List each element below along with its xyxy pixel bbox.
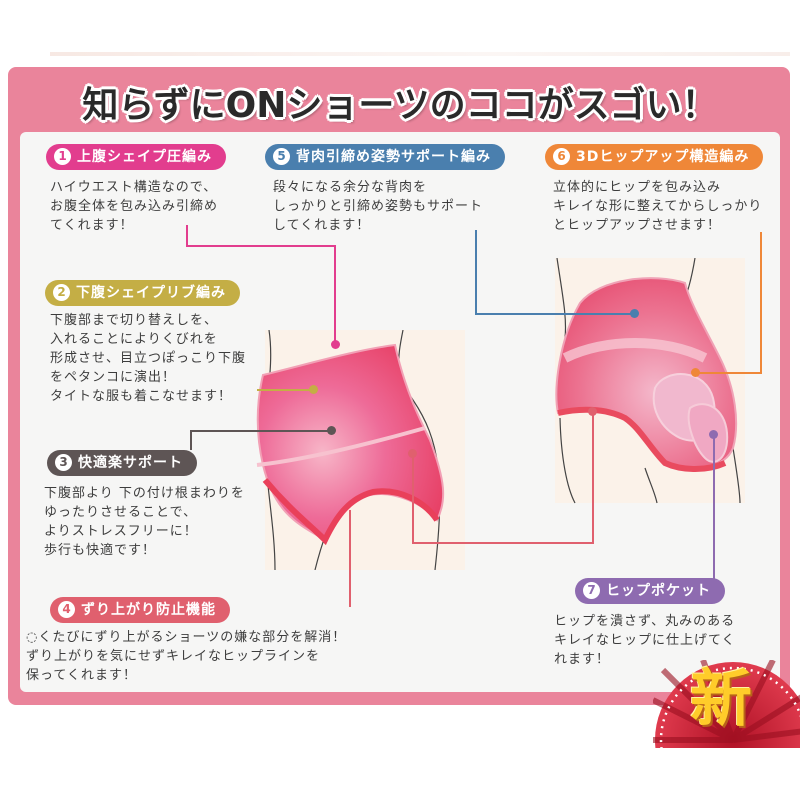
feature-label-1: 1 上腹シェイプ圧編み xyxy=(46,144,226,170)
connector-line-4b xyxy=(412,542,594,544)
feature-desc-1: ハイウエスト構造なので、 お腹全体を包み込み引締め てくれます！ xyxy=(50,180,219,233)
feature-label-3-text: 快適楽サポート xyxy=(78,455,183,471)
feature-label-6-text: 3Dヒップアップ構造編み xyxy=(576,149,750,165)
connector-line-7 xyxy=(713,434,715,584)
feature-label-7-text: ヒップポケット xyxy=(606,583,711,599)
feature-desc-3: 下腹部より 下の付け根まわりを ゆったりさせることで、 よりストレスフリーに！ … xyxy=(44,486,245,558)
feature-label-4: 4 ずり上がり防止機能 xyxy=(50,597,230,623)
number-badge-4: 4 xyxy=(58,601,75,618)
feature-label-4-text: ずり上がり防止機能 xyxy=(81,602,216,618)
feature-label-6: 6 3Dヒップアップ構造編み xyxy=(545,144,764,170)
marker-dot-4c xyxy=(588,407,597,416)
feature-label-5: 5 背肉引締め姿勢サポート編み xyxy=(265,144,505,170)
connector-line-6 xyxy=(697,372,762,374)
new-badge-clip: 新 xyxy=(653,660,800,748)
number-badge-1: 1 xyxy=(54,148,71,165)
connector-line-2 xyxy=(257,389,317,391)
feature-desc-6: 立体的にヒップを包み込み キレイな形に整えてからしっかり とヒップアップさせます… xyxy=(553,180,763,233)
connector-line-1 xyxy=(186,225,188,246)
feature-label-5-text: 背肉引締め姿勢サポート編み xyxy=(296,149,491,165)
feature-desc-2: 下腹部まで切り替えしを、 入れることによりくびれを 形成させ、目立つぽっこり下腹… xyxy=(50,313,247,404)
feature-desc-5: 段々になる余分な背肉を しっかりと引締め姿勢もサポート してくれます！ xyxy=(273,180,484,233)
feature-desc-4: ◌くたびにずり上がるショーツの嫌な部分を解消！ ずり上がりを気にせずキレイなヒッ… xyxy=(26,630,347,683)
connector-line-1 xyxy=(186,245,336,247)
number-badge-3: 3 xyxy=(55,454,72,471)
connector-line-5 xyxy=(475,313,635,315)
feature-label-1-text: 上腹シェイプ圧編み xyxy=(77,149,212,165)
connector-line-3 xyxy=(190,430,330,432)
connector-line-4b xyxy=(592,411,594,544)
number-badge-7: 7 xyxy=(583,582,600,599)
page-title: 知らずにONショーツのココがスゴい！ xyxy=(82,85,718,126)
marker-dot-7 xyxy=(709,430,718,439)
marker-dot-4b xyxy=(408,449,417,458)
connector-line-1 xyxy=(334,245,336,343)
connector-line-5 xyxy=(475,230,477,314)
connector-line-3 xyxy=(190,430,192,450)
number-badge-6: 6 xyxy=(553,148,570,165)
feature-label-2-text: 下腹シェイプリブ編み xyxy=(76,285,226,301)
connector-line-6 xyxy=(760,232,762,374)
marker-dot-5 xyxy=(630,309,639,318)
marker-dot-3 xyxy=(327,426,336,435)
number-badge-5: 5 xyxy=(273,148,290,165)
new-badge-icon xyxy=(653,660,800,748)
connector-line-4 xyxy=(349,510,351,607)
connector-line-4b xyxy=(412,453,414,543)
feature-label-7: 7 ヒップポケット xyxy=(575,578,725,604)
new-badge-text: 新 xyxy=(690,662,753,735)
feature-label-3: 3 快適楽サポート xyxy=(47,450,197,476)
marker-dot-2 xyxy=(309,385,318,394)
marker-dot-1 xyxy=(331,340,340,349)
feature-desc-7: ヒップを潰さず、丸みのある キレイなヒップに仕上げてく れます！ xyxy=(554,614,736,667)
number-badge-2: 2 xyxy=(53,284,70,301)
feature-label-2: 2 下腹シェイプリブ編み xyxy=(45,280,240,306)
front-shorts-illustration xyxy=(256,330,465,570)
marker-dot-6 xyxy=(691,368,700,377)
top-divider xyxy=(50,52,790,56)
